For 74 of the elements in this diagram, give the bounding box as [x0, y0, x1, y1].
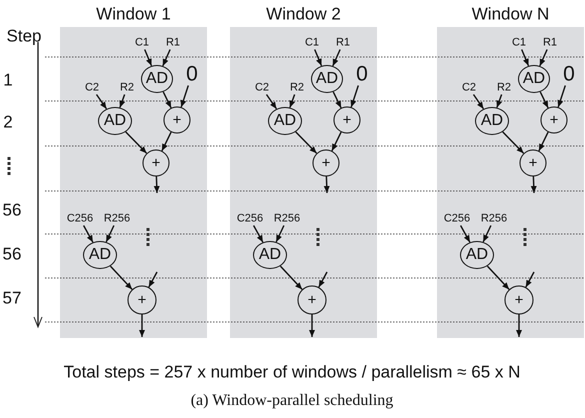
arrow [332, 92, 342, 108]
window-title: Window 2 [266, 6, 341, 22]
arrow [486, 266, 510, 290]
arrow [280, 266, 303, 290]
arrow [502, 131, 524, 154]
arrow [309, 314, 315, 337]
input-label: C1 [304, 38, 320, 48]
input-label: R1 [166, 38, 180, 48]
arrow [144, 49, 152, 66]
input-label: R256 [104, 214, 130, 224]
arrow [82, 225, 94, 243]
input-label: C1 [512, 38, 526, 48]
axis-title: Step [6, 28, 42, 44]
arrow [460, 225, 471, 243]
arrow [295, 131, 318, 154]
arrow [482, 225, 492, 242]
arrow [276, 225, 285, 242]
arrow [154, 176, 160, 194]
arrow [472, 94, 484, 110]
arrow [96, 94, 108, 110]
input-label: C1 [134, 38, 150, 48]
input-label: R256 [274, 214, 300, 224]
step-number: 57 [2, 290, 22, 306]
arrow [350, 85, 359, 108]
arrow [558, 85, 566, 108]
input-label: C256 [444, 214, 470, 224]
arrow [266, 94, 278, 110]
input-label: R256 [480, 214, 508, 224]
input-label: 0 [563, 64, 575, 84]
arrow [538, 132, 549, 152]
arrow [139, 314, 145, 337]
arrow [521, 49, 530, 66]
input-label: 0 [356, 64, 368, 84]
window-title: Window 1 [96, 6, 171, 22]
arrow [496, 94, 502, 108]
input-label: C2 [462, 82, 476, 94]
step-number: 1 [3, 72, 13, 88]
arrow [161, 132, 172, 152]
step-number: 56 [2, 246, 22, 262]
arrow [324, 176, 330, 194]
arrow [110, 266, 133, 290]
arrow [289, 94, 296, 108]
input-label: C256 [236, 214, 264, 224]
input-label: C256 [66, 214, 94, 224]
step-number: 2 [3, 114, 13, 130]
arrow [516, 314, 522, 337]
arrow [540, 92, 549, 108]
arrow [525, 272, 535, 288]
arrow [331, 132, 342, 152]
arrow [162, 49, 171, 66]
arrow [332, 49, 341, 66]
window-title: Window N [472, 6, 550, 22]
input-label: R1 [542, 38, 558, 48]
formula-text: Total steps = 257 x number of windows / parallelism ≈ 65 x N [64, 364, 520, 380]
arrow [530, 176, 537, 194]
arrow [314, 49, 322, 66]
arrow [148, 272, 158, 288]
arrow [125, 131, 148, 154]
input-label: 0 [186, 64, 198, 84]
input-label: C2 [84, 82, 100, 94]
arrow [180, 85, 189, 108]
arrow [162, 92, 172, 108]
arrow [318, 272, 328, 288]
arrow [119, 94, 126, 108]
input-label: C2 [254, 82, 270, 94]
input-label: R1 [336, 38, 350, 48]
input-label: R2 [290, 82, 304, 94]
arrow [539, 49, 548, 66]
step-number: 56 [2, 202, 22, 218]
arrow [252, 225, 264, 243]
input-label: R2 [120, 82, 134, 94]
arrow [106, 225, 115, 242]
input-label: R2 [496, 82, 512, 94]
caption: (a) Window-parallel scheduling [190, 393, 394, 409]
